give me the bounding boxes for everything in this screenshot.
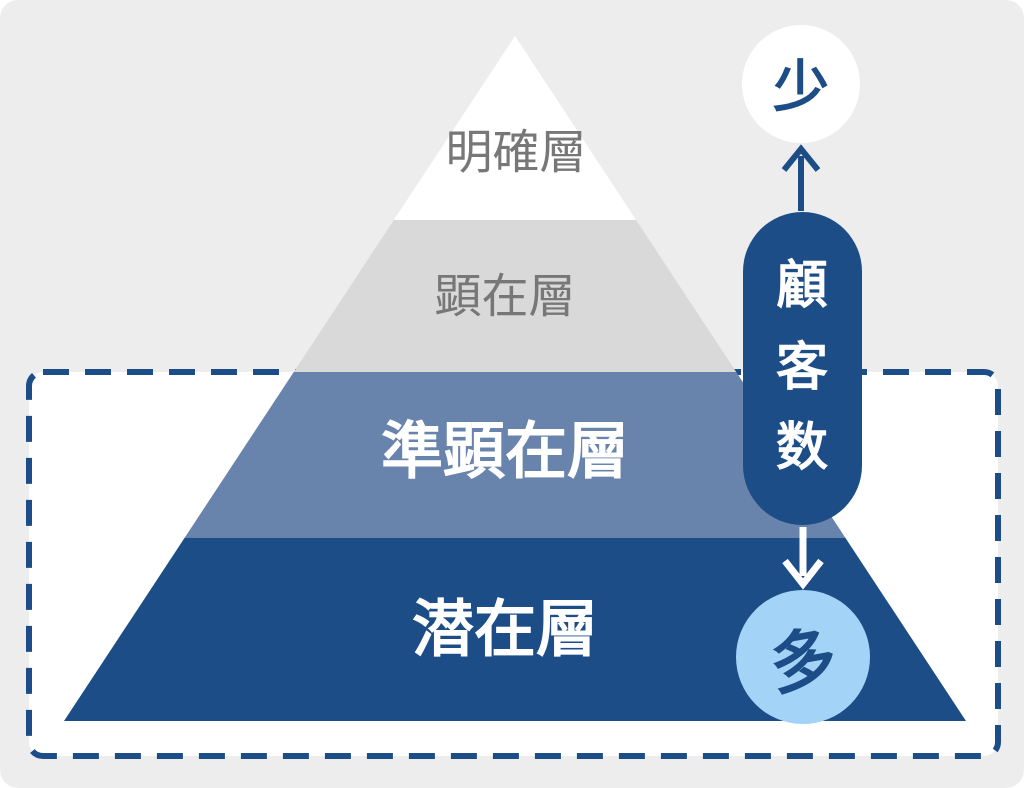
few-circle: [742, 25, 860, 143]
few-label: 少: [773, 56, 829, 119]
layer-label-meikaku: 明確層: [446, 126, 587, 179]
customer-count-label: 顧 客 数: [776, 257, 828, 477]
arrow-down-head: [782, 558, 824, 590]
layer-label-senzai: 潜在層: [412, 596, 598, 665]
customer-count-char-1: 顧: [776, 257, 828, 315]
arrow-up-icon: [781, 144, 821, 211]
arrow-down-icon: [782, 527, 824, 590]
customer-count-char-3: 数: [776, 419, 828, 477]
many-label: 多: [764, 619, 842, 703]
many-circle: [736, 590, 870, 724]
layer-label-junkenzai: 準顕在層: [381, 418, 629, 487]
customer-count-capsule: [743, 212, 862, 525]
arrow-up-head: [781, 144, 821, 172]
customer-count-char-2: 客: [776, 339, 828, 397]
layer-label-kenzai: 顕在層: [435, 270, 576, 323]
